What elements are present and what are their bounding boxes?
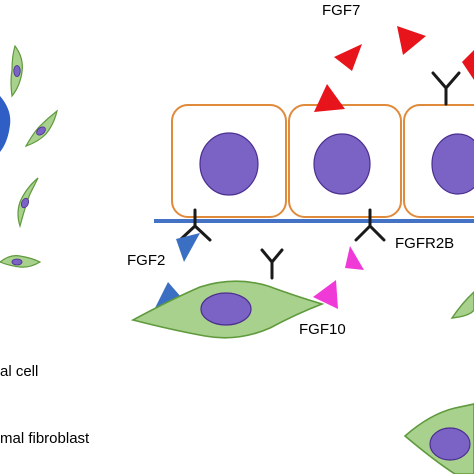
fgf2-label: FGF2 [127, 252, 165, 269]
fibroblast-bottom-right [403, 403, 474, 474]
fgf7-ligand-4 [462, 50, 474, 80]
left-blue-cell-fragment [0, 96, 11, 152]
fibroblast-fragment-right [450, 291, 474, 319]
legend-fibroblast-label: mal fibroblast [0, 430, 90, 447]
epithelial-cell-3 [403, 104, 474, 218]
fgf7-ligand-3 [314, 84, 345, 112]
fibroblast-cell [130, 280, 325, 339]
small-fibroblast-3 [17, 177, 39, 229]
epithelial-nucleus-3 [431, 133, 474, 195]
fgf10-ligand-2 [313, 280, 338, 309]
fgfr2b-label: FGFR2B [395, 235, 454, 252]
fgf7-label: FGF7 [322, 2, 360, 19]
fgf7-ligand-1 [334, 44, 362, 71]
epithelial-nucleus-1 [199, 132, 259, 196]
small-fibroblast-1 [10, 44, 23, 98]
y-shaped-receptor-icon [260, 248, 284, 280]
small-fibroblast-4 [0, 255, 42, 268]
fgf7-ligand-2 [397, 26, 426, 55]
y-shaped-receptor-icon [354, 208, 386, 242]
epithelial-nucleus-2 [313, 133, 371, 195]
fgf10-label: FGF10 [299, 321, 346, 338]
fibroblast-nucleus [200, 292, 252, 326]
legend-epithelial-cell-label: al cell [0, 363, 38, 380]
y-shaped-receptor-icon [431, 71, 461, 106]
epithelial-cell-2 [288, 104, 402, 218]
fibroblast-bottom-nucleus [429, 427, 471, 461]
fgf10-ligand-1 [345, 246, 364, 270]
small-fibroblast-2 [24, 109, 58, 148]
fgf2-ligand-1 [176, 233, 200, 262]
epithelial-cell-1 [171, 104, 287, 218]
